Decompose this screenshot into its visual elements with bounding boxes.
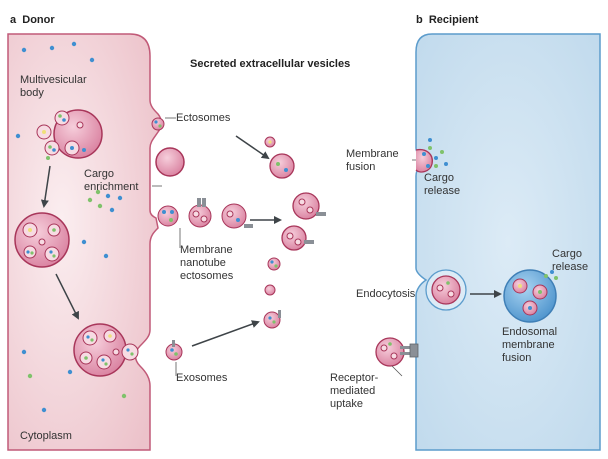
budding-ectosomes [151,117,185,177]
label-endosomal-membrane-fusion: Endosomal membrane fusion [502,326,558,364]
released-exosome [165,340,183,361]
label-endocytosis: Endocytosis [356,288,416,300]
label-multivesicular-body: Multivesicular body [20,74,87,99]
arrow-exosomes [191,320,260,347]
arrow-mvb-2-to-3 [55,273,79,320]
label-cargo-enrichment: Cargo enrichment [84,168,139,193]
membrane-fusion-event [415,138,448,173]
label-exosomes: Exosomes [176,372,228,384]
arrow-mvb-1-to-2 [40,165,51,208]
label-membrane-fusion: Membrane fusion [346,148,399,173]
label-cargo-release-fusion: Cargo release [424,172,461,197]
multivesicular-body-3 [73,323,139,377]
multivesicular-body-1 [36,109,103,160]
panel-b-header: b Recipient [416,14,478,26]
recipient-cell [415,33,601,451]
panel-b-name: Recipient [428,14,479,26]
nanotube-ectosomes-chain [157,198,253,229]
label-ectosomes: Ectosomes [176,112,231,124]
panel-a-header: a Donor [10,14,55,26]
endosome [503,269,558,323]
multivesicular-body-2 [14,212,70,268]
panel-a-letter: a [10,14,17,26]
arrow-ectosomes [235,135,270,160]
diagram-title: Secreted extracellular vesicles [190,58,351,70]
panel-a-name: Donor [22,14,55,26]
secreted-vesicles [263,136,326,329]
receptor-mediated-uptake-event [375,337,419,367]
label-cytoplasm: Cytoplasm [20,430,72,442]
label-membrane-nanotube-ectosomes: Membrane nanotube ectosomes [180,244,234,282]
endocytosis-event [425,269,467,311]
label-cargo-release-endosome: Cargo release [552,248,589,273]
panel-b-letter: b [416,14,423,26]
donor-cytoplasm-cargo [15,41,127,413]
label-receptor-mediated-uptake: Receptor- mediated uptake [330,372,379,410]
